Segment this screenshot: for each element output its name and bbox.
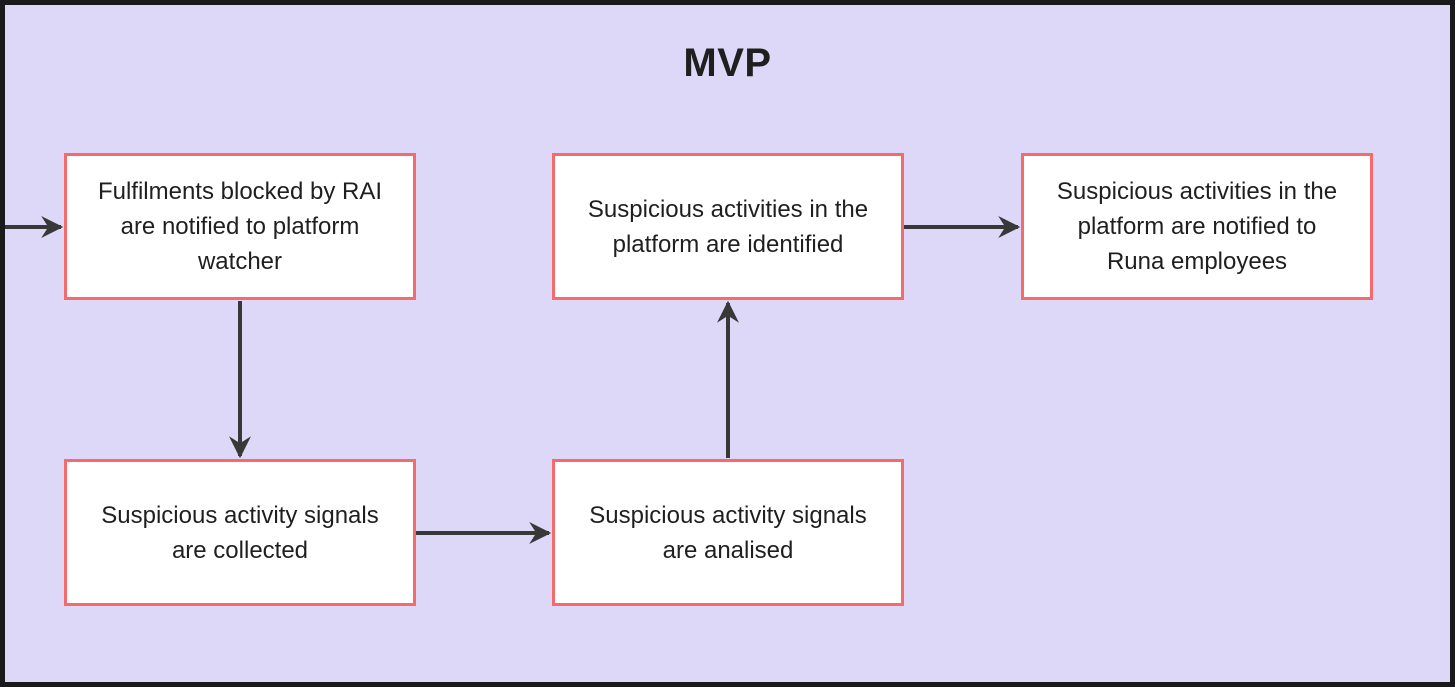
- node-fulfilments-blocked: Fulfilments blocked by RAI are notified …: [64, 153, 416, 300]
- node-activities-identified: Suspicious activities in the platform ar…: [552, 153, 904, 300]
- node-signals-collected: Suspicious activity signals are collecte…: [64, 459, 416, 606]
- node-signals-analised: Suspicious activity signals are analised: [552, 459, 904, 606]
- diagram-title: MVP: [683, 41, 772, 85]
- node-activities-notified: Suspicious activities in the platform ar…: [1021, 153, 1373, 300]
